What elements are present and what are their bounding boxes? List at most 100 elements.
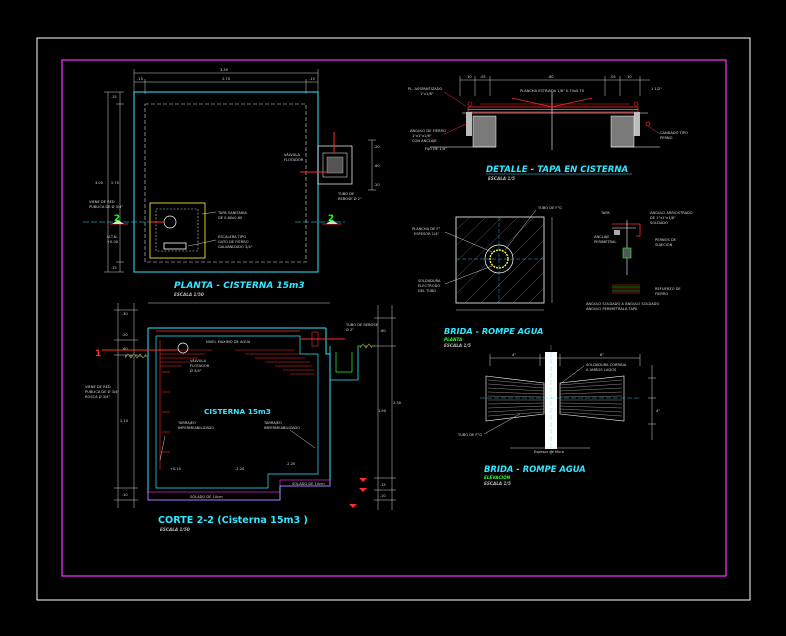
plan-float-valve [163,215,177,229]
section-left-pipe-1: VIENE DE RED [85,385,111,389]
section-ladder [159,340,170,470]
section-overflow-1: TUBO DE REBOSE [345,323,379,327]
anchor-note-d2: SUJECIÓN [655,242,673,247]
lid-scale: ESCALA 1/5 [488,176,515,181]
flange-elev-title: BRIDA - ROMPE AGUA [484,464,586,474]
flange-note-left-1: PLANCHA DE F° [412,227,440,231]
anchor-note-b3: SOLDADO [650,221,668,225]
plan-ladder [163,242,187,250]
section-float-2: FLOTADOR [190,364,210,368]
svg-text:2: 2 [328,214,334,224]
flange-elev-dim-3: 4" [656,409,660,413]
flange-plan-subtitle: PLANTA [444,337,462,342]
plan-dim-box-a: .20 [374,145,380,149]
lid-concrete-right [610,115,635,148]
section-dim-left-d: 2.10 [120,419,129,423]
flange-pipe-left [485,375,545,422]
anchor-note-g1: ÁNGULO SOLDADO [625,301,659,306]
section-level-3: -2.20 [286,462,296,466]
plan-note-hatch-2: DE 0.60x0.60 [218,216,243,220]
plan-note-ladder-3: GALVANIZADO 3/4" [218,245,253,249]
anchor-note-a: TAPA [600,211,610,215]
section-dim-left-b: .20 [122,333,128,337]
lid-dim-4: .05 [610,75,616,79]
plan-note-level-1: N.T.N. [107,235,118,239]
plan-dim-inner: 2.70 [222,77,231,81]
plan-dim-box-b: .60 [374,164,380,168]
flange-note-left-low-3: DEL TUBO [418,289,436,293]
lid-note-top: PLANCHA ESTRIADA 1/8" 0.70x0.70 [520,89,585,93]
plan-dim-height: 3.00 [95,181,104,185]
lid-dim-5: .10 [626,75,632,79]
svg-text:1: 1 [95,349,101,359]
flange-elev-note-right-1: SOLDADURA CORRIDA [586,363,627,367]
plan-hatch [155,208,199,252]
flange-elev-note-bottom: Espesor de Muro [534,450,564,454]
section-level-2: -2.20 [235,467,245,471]
anchor-note-d1: PERNOS DE [655,238,677,242]
flange-pipe-right [559,375,625,422]
section-title: CORTE 2-2 (Cisterna 15m3 ) [158,515,308,526]
section-wall-left-1: TARRAJEO [177,421,196,425]
anchor-note-b2: DE 1"x1"x1/8" [650,216,676,220]
section-dim-right-e: .10 [380,494,386,498]
flange-plan-scale: ESCALA 1/5 [444,343,471,348]
flange-elev-note-left: TUBO DE F°G [457,433,482,437]
plan-dim-side-left: .15 [137,77,143,81]
plan-scale: ESCALA 1/50 [174,292,204,297]
section-level-1: +0.10 [170,467,182,471]
plan-section-marker-left: 2 [110,214,128,225]
section-marker-left: 1 [95,349,101,359]
plan-view: 3.30 .15 2.70 .15 3.00 2.70 .15 .15 .20 … [83,68,380,297]
section-dim-right-d: .15 [380,483,386,487]
anchor-note-b1: ÁNGULO ARRIOSTRADO [650,210,693,215]
section-label: CISTERNA 15m3 [204,407,271,416]
flange-plan-title: BRIDA - ROMPE AGUA [444,326,543,336]
plan-note-ladder-2: GATO DE FIERRO [218,240,249,244]
flange-elevation: 4" 6" 4" SOLDADURA CORRIDA A AMBOS LADOS… [457,345,660,486]
plan-note-right-pipe-1: TUBO DE [337,192,355,196]
lid-dim-3: .60 [548,75,554,79]
plan-dim-bottom: .15 [111,266,117,270]
section-dim-left-e: .10 [122,493,128,497]
lid-dim-2: .05 [480,75,486,79]
plan-dim-total: 3.30 [220,68,229,72]
anchor-note-f2: ÁNGULO PERIMETRAL [586,306,625,311]
lid-note-top-left-2: 1"x1/8" [420,92,434,96]
anchor-note-e2: FIERRO [655,292,668,296]
lid-title: DETALLE - TAPA EN CISTERNA [486,165,628,175]
anchor-note-f1: ÁNGULO SOLDADO A [586,301,624,306]
anchor-note-c2: PERIMETRAL [594,240,616,244]
section-floor-slab-right [279,479,331,487]
plan-dim-side-right: .15 [309,77,315,81]
lid-note-right-1: CANDADO TIPO [660,131,688,135]
flange-note-left-low-2: ELECTRODO [418,284,440,288]
section-dim-right-a: .60 [380,329,386,333]
flange-note-left-2: ESPESOR 1/4" [414,232,440,236]
section-inner-wall [155,335,319,489]
section-dim-left-c: .40 [122,347,128,351]
section-float-valve [177,342,189,354]
plan-note-left-pipe-1: VIENE DE RED [89,200,115,204]
flange-elev-dim-2: 6" [600,353,604,357]
plan-note-ladder-1: ESCALERA TIPO [218,235,246,239]
section-float-1: VÁLVULA [190,358,206,363]
svg-text:2: 2 [114,214,120,224]
anchor-note-c1: ANCLAJE [594,235,610,239]
flange-elev-dim-1: 4" [512,353,516,357]
plan-dim-box-c: .20 [374,183,380,187]
anchor-detail: TAPA ÁNGULO ARRIOSTRADO DE 1"x1"x1/8" SO… [586,210,693,311]
plan-dim-top: .15 [111,95,117,99]
plan-dim-height-b: 2.70 [111,181,120,185]
section-floor-slab-left [147,491,281,501]
section-dim-right-b: 1.90 [378,409,387,413]
plan-note-hatch-1: TAPA SANITARIA [217,211,247,215]
section-wall-right-2: IMPERMEABILIZADO [264,426,300,430]
section-float-3: Ø 3/4" [190,368,202,373]
sheet-outer-border [36,37,751,601]
section-left-pipe-2: PUBLICA DE Ø 3/4" [85,389,119,394]
lid-note-top-left-1: PL. ASSPANTIZADO [408,87,443,91]
section-scale: ESCALA 1/50 [160,527,190,532]
section-dim-left-a: .30 [122,312,128,316]
plan-hatch-frame [149,202,206,259]
